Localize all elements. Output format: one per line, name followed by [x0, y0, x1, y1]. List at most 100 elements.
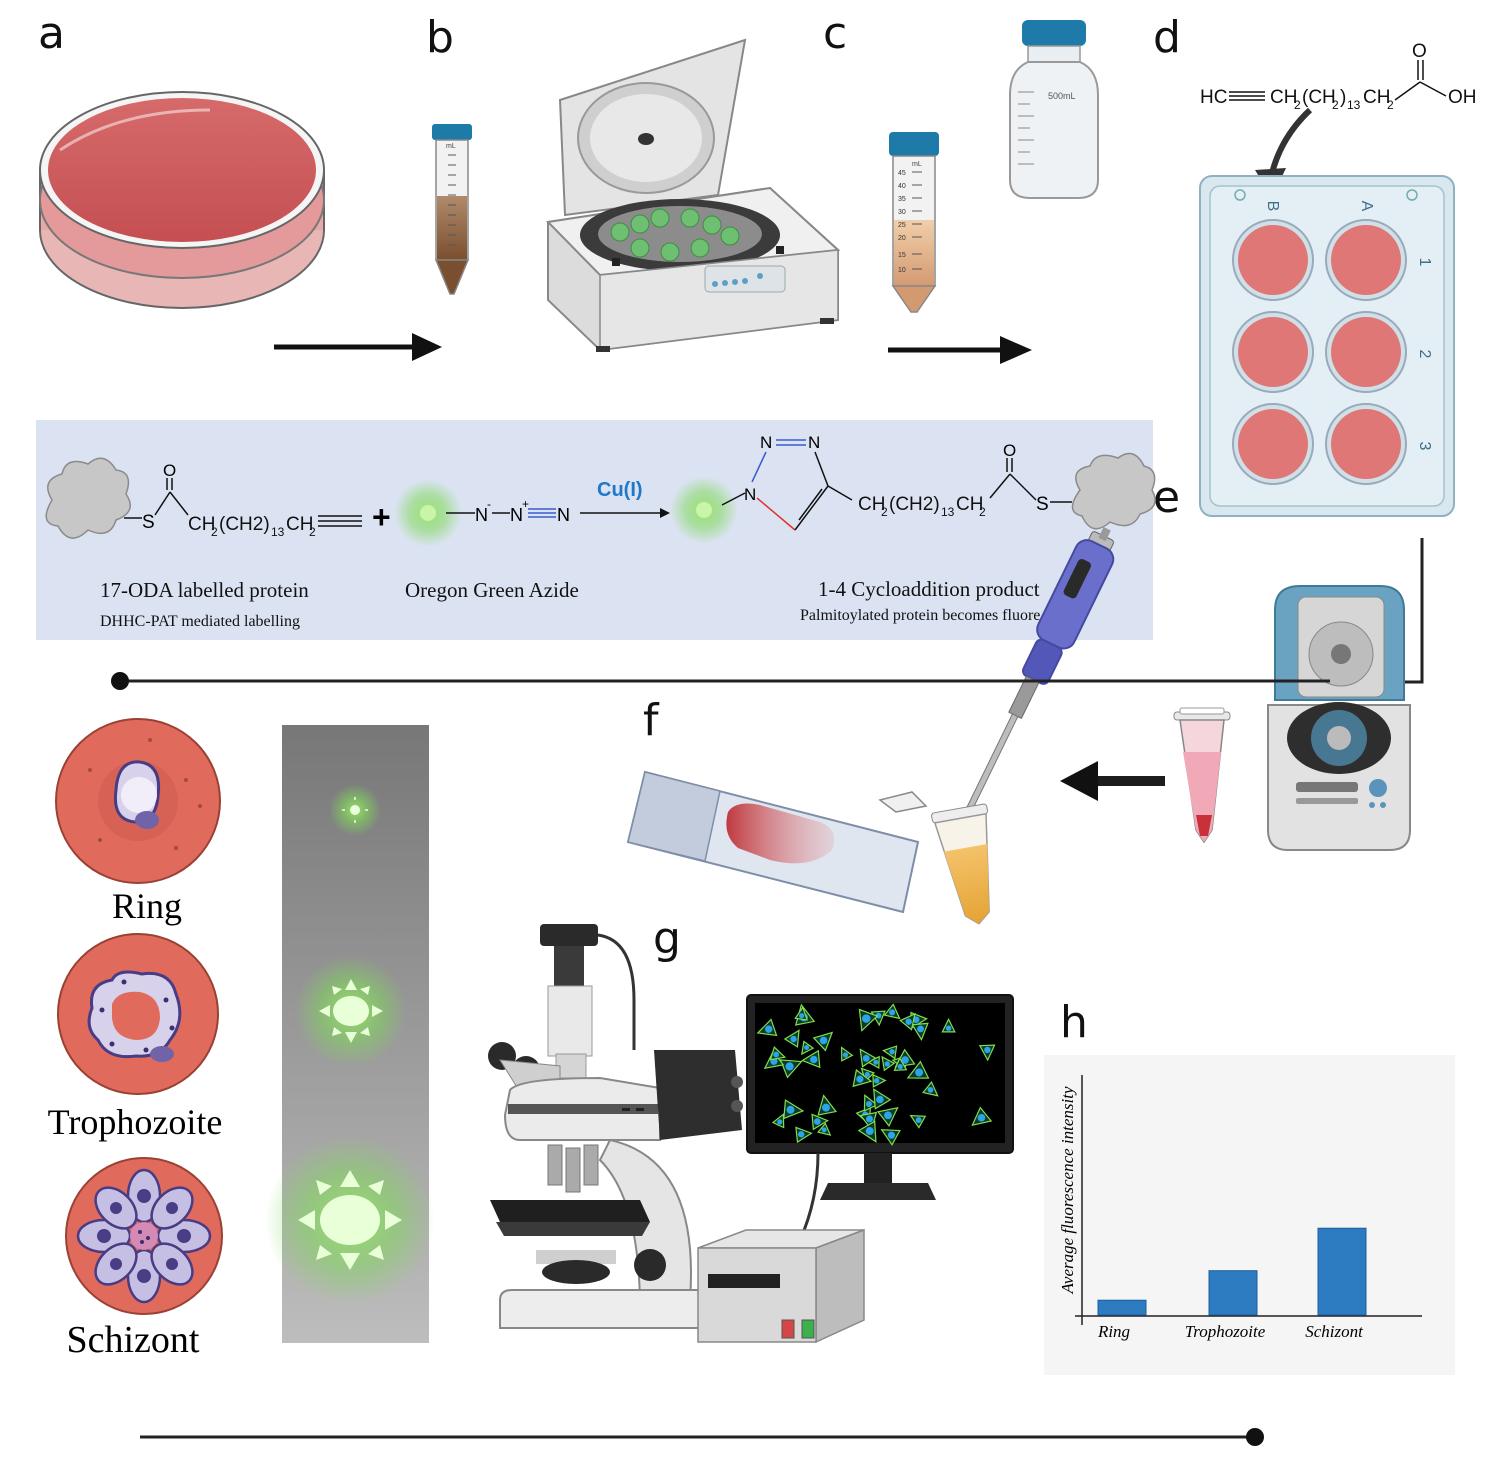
- tube-c-unit: mL: [912, 161, 922, 168]
- azide-minus: -: [487, 497, 491, 511]
- fluorescent-cell: [858, 1008, 879, 1032]
- panel-letter-h: h: [1060, 997, 1088, 1048]
- formula-inner: (CH: [1302, 87, 1336, 108]
- tube-c-mark: 35: [898, 196, 906, 203]
- fluorescent-cell: [863, 1094, 879, 1112]
- fluorescent-cell: [880, 1129, 901, 1146]
- fatty-acid-formula: HC CH 2 (CH 2 ) 13 CH 2 O OH: [1200, 41, 1477, 112]
- reactant-sub2-b: 2: [309, 525, 316, 539]
- monitor: [746, 994, 1014, 1200]
- reactant-sub2-a: 2: [211, 525, 218, 539]
- timeline-top-dot: [111, 672, 129, 690]
- reactant-sulfur: S: [142, 512, 155, 533]
- reactant-chain-2: (CH2): [219, 514, 270, 535]
- reaction-scheme: S O CH 2 (CH2) 13 CH 2 + N - N + N: [45, 433, 1156, 630]
- fluorescent-cell: [817, 1094, 838, 1116]
- fluorescent-cell: [909, 1114, 927, 1129]
- formula-oh: OH: [1448, 87, 1477, 108]
- fluorescent-cell: [771, 1113, 785, 1129]
- product-sublabel: Palmitoylated protein becomes fluore: [800, 607, 1040, 624]
- bar-schizont: [1317, 1227, 1367, 1316]
- fluorescent-cell: [841, 1046, 854, 1062]
- formula-ch2-b: CH: [1363, 87, 1390, 108]
- ring-stage-cell: [55, 718, 221, 884]
- fluorescent-cell: [801, 1049, 821, 1069]
- fluorescent-cell: [812, 1031, 834, 1052]
- stage-label-trophozoite: Trophozoite: [48, 1102, 223, 1142]
- media-bottle: 500mL: [1009, 20, 1099, 199]
- azide-n1: N: [475, 505, 488, 525]
- glass-slide: [626, 770, 920, 914]
- fluorescent-cell: [852, 1068, 873, 1088]
- arrow-a-b-head: [412, 333, 442, 361]
- product-sulfur: S: [1036, 494, 1049, 515]
- fluorophore-icon: [420, 505, 436, 521]
- formula-ch2-a: CH: [1270, 87, 1297, 108]
- formula-hc: HC: [1200, 87, 1227, 108]
- plate-row-1: 1: [1416, 258, 1433, 267]
- fluorescent-cell: [883, 1003, 901, 1020]
- panel-letter-b: b: [426, 12, 454, 63]
- fluorescent-cell: [816, 1122, 832, 1136]
- well: [1238, 409, 1308, 479]
- catalyst-label: Cu(I): [597, 479, 643, 501]
- tube-c-mark: 20: [898, 235, 906, 242]
- chart-y-label: Average fluorescence intensity: [1058, 1086, 1077, 1295]
- fluorescent-cell: [872, 1073, 887, 1088]
- product-chain-2: (CH2): [889, 494, 940, 515]
- well: [1238, 225, 1308, 295]
- product-sub13: 13: [941, 505, 955, 519]
- fluorescent-cell: [795, 1126, 813, 1144]
- six-well-plate: B A 1 2 3: [1199, 175, 1455, 517]
- fluorescent-cell: [922, 1081, 939, 1097]
- reactant-chain-3: CH: [286, 514, 313, 535]
- formula-sub2-a: 2: [1294, 98, 1301, 112]
- fluorescent-cell: [779, 1059, 803, 1079]
- fluorescent-cell: [783, 1099, 805, 1120]
- mini-centrifuge: [1267, 585, 1411, 851]
- reaction-plus: +: [372, 499, 391, 535]
- product-chain: CH: [858, 494, 885, 515]
- stage-label-schizont: Schizont: [67, 1319, 200, 1361]
- eppendorf-tube-pink: [1173, 707, 1231, 844]
- bottle-label: 500mL: [1048, 91, 1076, 101]
- formula-oxygen: O: [1412, 41, 1427, 62]
- panel-letter-e: e: [1153, 472, 1180, 523]
- product-chain-3: CH: [956, 494, 983, 515]
- reactant-sublabel: DHHC-PAT mediated labelling: [100, 613, 300, 630]
- azide-plus: +: [522, 497, 529, 511]
- formula-sub2-c: 2: [1387, 98, 1394, 112]
- reaction-box: [36, 420, 1153, 640]
- power-supply: [697, 1228, 865, 1344]
- fluorophore-icon: [696, 502, 712, 518]
- fluorescence-image: [755, 1003, 1005, 1143]
- fluorescent-cell: [801, 1040, 815, 1056]
- fluorescent-cell: [794, 1006, 808, 1021]
- panel-letter-g: g: [653, 913, 681, 964]
- petri-dish: [39, 91, 325, 309]
- falcon-tube-brown: mL: [432, 124, 472, 295]
- well: [1331, 317, 1401, 387]
- formula-sub2-b: 2: [1332, 98, 1339, 112]
- fluorescent-cell: [881, 1055, 896, 1072]
- trophozoite-stage-cell: [57, 933, 219, 1095]
- bar-trophozoite: [1208, 1270, 1258, 1316]
- reactant-label: 17-ODA labelled protein: [100, 578, 309, 602]
- chart-background: [1044, 1055, 1455, 1375]
- protein-cloud-icon: [45, 457, 131, 539]
- panel-letter-d: d: [1153, 12, 1181, 63]
- plate-col-a: A: [1358, 201, 1375, 212]
- fluorescent-cell: [906, 1060, 930, 1079]
- well: [1331, 225, 1401, 295]
- triazole-n2: N: [760, 433, 772, 452]
- falcon-tube-tan: mL 45 40 35 30 25 20 15 10: [889, 132, 939, 313]
- azide-n3: N: [557, 505, 570, 525]
- panel-letter-c: c: [823, 8, 847, 59]
- eppendorf-tube-yellow: [878, 791, 990, 925]
- triazole-n3: N: [808, 433, 820, 452]
- plate-col-b: B: [1264, 201, 1281, 212]
- tube-c-mark: 15: [898, 252, 906, 259]
- plate-row-3: 3: [1416, 442, 1433, 451]
- arrow-e-f-head: [1060, 761, 1098, 801]
